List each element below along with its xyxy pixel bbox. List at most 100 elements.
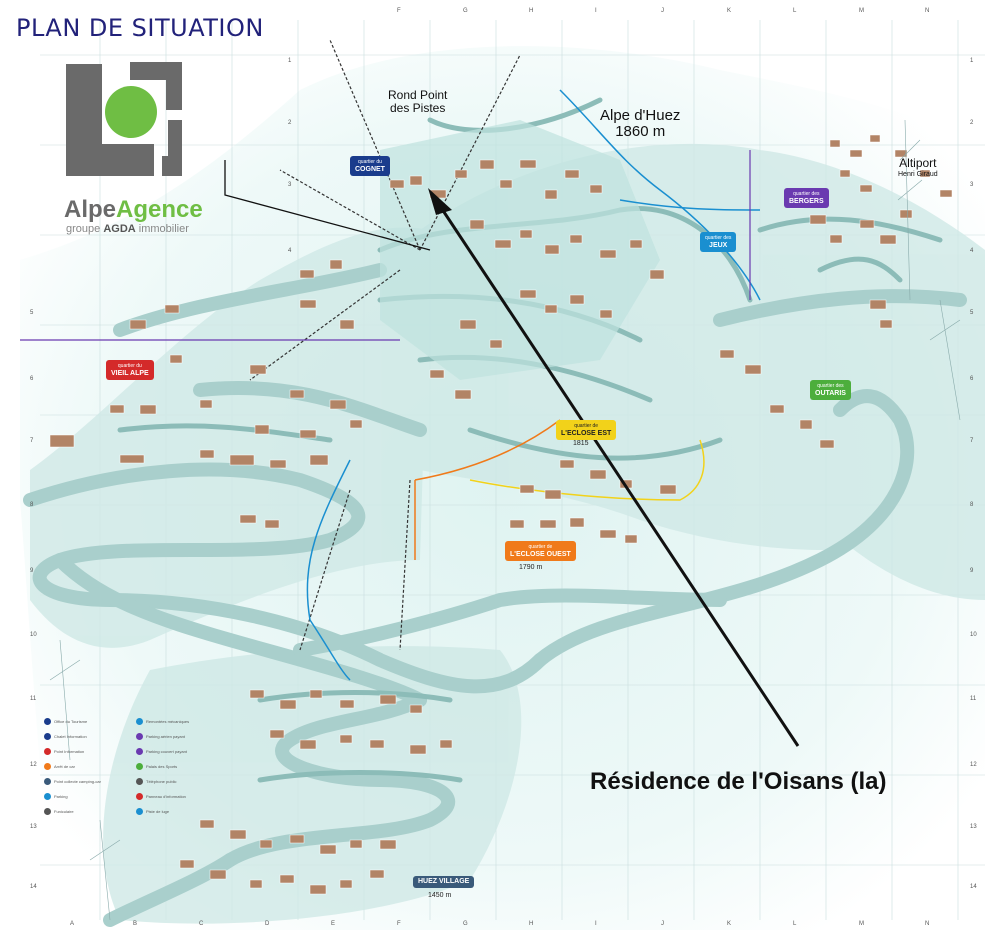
grid-row-label: 4: [970, 248, 974, 254]
legend-label: Point collecte camping-car: [54, 779, 101, 784]
yellow-run: [469, 439, 705, 501]
altitude-eclose-est: 1815: [573, 440, 589, 447]
grid-row-label: 12: [30, 762, 37, 768]
grid-column-label: L: [793, 8, 797, 14]
grid-column-label: H: [529, 921, 534, 927]
legend-label: Funiculaire: [54, 809, 74, 814]
blue-runs: [306, 89, 761, 681]
residence-annotation: Résidence de l'Oisans (la): [590, 768, 887, 795]
grid-row-label: 8: [970, 502, 974, 508]
grid-row-label: 3: [970, 182, 974, 188]
grid-row-label: 14: [970, 884, 977, 890]
grid-column-label: M: [859, 921, 864, 927]
legend-item: Point collecte camping-car: [44, 778, 101, 785]
logo-green-circle: [105, 86, 157, 138]
legend-label: Parking: [54, 794, 68, 799]
altiport-label: Altiport Henri Giraud: [898, 156, 938, 178]
legend-item: Parking couvert payant: [136, 748, 187, 755]
legend-item: Chalet Information: [44, 733, 87, 740]
grid-row-label: 4: [288, 248, 292, 254]
logo-left-bracket: [66, 64, 154, 176]
grid-column-label: G: [463, 8, 468, 14]
legend-item: Panneau d'information: [136, 793, 186, 800]
legend-label: Téléphone public: [146, 779, 177, 784]
altitude-huez-village: 1450 m: [428, 892, 452, 899]
logo-right-bracket: [130, 62, 182, 110]
legend-label: Point Information: [54, 749, 85, 754]
legend-label: Piste de luge: [146, 809, 170, 814]
legend-item: Parking: [44, 793, 68, 800]
main-road: [23, 263, 967, 927]
grid-column-label: D: [265, 921, 270, 927]
grid-column-label: N: [925, 8, 930, 14]
grid-row-label: 5: [30, 310, 34, 316]
legend-label: Office du Tourisme: [54, 719, 88, 724]
legend-item: Point Information: [44, 748, 84, 755]
grid-row-label: 6: [970, 376, 974, 382]
alpeagence-logo: [66, 62, 182, 176]
legend-label: Parking couvert payant: [146, 749, 187, 754]
grid-column-label: C: [199, 921, 204, 927]
legend-symbol-icon: [136, 733, 143, 740]
grid-row-label: 13: [30, 824, 37, 830]
logo-brand: AlpeAgence: [64, 196, 203, 223]
grid-row-label: 10: [30, 632, 37, 638]
grid-column-label: M: [859, 8, 864, 14]
grid-column-label: I: [595, 921, 597, 927]
legend-symbol-icon: [136, 793, 143, 800]
grid-row-label: 9: [970, 568, 974, 574]
legend-item: Parking aérien payant: [136, 733, 185, 740]
grid-column-label: K: [727, 8, 732, 14]
legend-item: Téléphone public: [136, 778, 176, 785]
legend-label: Remontées mécaniques: [146, 719, 190, 724]
buildings: [49, 134, 953, 895]
legend-symbol-icon: [136, 748, 143, 755]
legend-item: Palais des Sports: [136, 763, 177, 770]
grid-row-label: 11: [30, 696, 37, 702]
grid-row-label: 6: [30, 376, 34, 382]
grid-row-label: 2: [288, 120, 292, 126]
grid-row-label: 13: [970, 824, 977, 830]
grid-row-label: 2: [970, 120, 974, 126]
legend-item: Arrêt de car: [44, 763, 75, 770]
grid-row-label: 1: [970, 58, 974, 64]
tree-decor: [49, 119, 961, 921]
pointer-line: [224, 160, 431, 251]
grid-column-label: H: [529, 8, 534, 14]
district-tag-huez-village: HUEZ VILLAGE: [413, 876, 475, 888]
legend-item: Piste de luge: [136, 808, 169, 815]
rond-point-label: Rond Point des Pistes: [388, 88, 448, 115]
legend-symbol-icon: [136, 763, 143, 770]
grid-row-label: 3: [288, 182, 292, 188]
grid-row-label: 12: [970, 762, 977, 768]
legend-item: Funiculaire: [44, 808, 74, 815]
grid-row-label: 1: [288, 58, 292, 64]
legend-item: Office du Tourisme: [44, 718, 87, 725]
grid-column-label: L: [793, 921, 797, 927]
resort-label: Alpe d'Huez 1860 m: [600, 107, 681, 140]
legend-symbol-icon: [44, 808, 51, 815]
grid-column-label: J: [661, 921, 664, 927]
grid-column-label: B: [133, 921, 138, 927]
page-title: PLAN DE SITUATION: [16, 14, 264, 42]
legend-symbol-icon: [136, 808, 143, 815]
annotation-arrow: [428, 188, 800, 747]
legend-label: Palais des Sports: [146, 764, 178, 769]
ski-lifts: [249, 39, 521, 651]
grid-row-label: 5: [970, 310, 974, 316]
logo-tagline: groupe AGDA immobilier: [66, 223, 189, 235]
grid-column-label: A: [70, 921, 75, 927]
legend-item: Remontées mécaniques: [136, 718, 189, 725]
orange-run: [414, 419, 561, 560]
legend-symbol-icon: [44, 793, 51, 800]
legend-symbol-icon: [44, 778, 51, 785]
grid-row-label: 7: [30, 438, 34, 444]
